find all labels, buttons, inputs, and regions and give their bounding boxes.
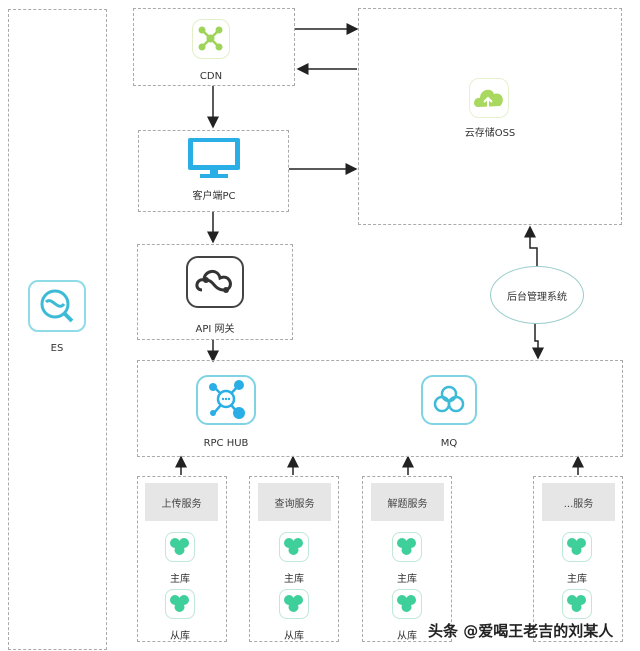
service-solve: 解题服务 [371,483,444,521]
service-group-solve [362,476,452,642]
db-master-label: 主库 [397,574,417,585]
service-other: ...服务 [542,483,615,521]
search-icon [28,280,86,332]
db-master-label: 主库 [567,574,587,585]
mq-label: MQ [440,438,458,449]
db-master-label: 主库 [284,574,304,585]
cloud-link-icon [186,256,244,308]
oss-label: 云存储OSS [464,128,516,139]
oss-group [358,8,622,225]
service-group-query [249,476,339,642]
service-group-upload [137,476,227,642]
database-icon [279,589,309,619]
watermark: 头条 @爱喝王老吉的刘某人 [428,622,614,640]
monitor-icon [186,137,242,179]
network-icon [192,19,230,59]
service-query: 查询服务 [258,483,331,521]
rpc-label: RPC HUB [203,438,249,449]
database-icon [562,589,592,619]
database-icon [392,532,422,562]
middleware-group [137,360,623,457]
api-label: API 网关 [195,324,235,335]
database-icon [392,589,422,619]
db-slave-label: 从库 [170,631,190,642]
api-group [137,244,293,340]
service-upload: 上传服务 [145,483,218,521]
db-slave-label: 从库 [397,631,417,642]
db-slave-label: 从库 [284,631,304,642]
arrow-admin-to-mq [532,321,544,360]
pc-label: 客户端PC [192,191,236,202]
es-label: ES [50,343,64,354]
admin-system-node: 后台管理系统 [490,266,584,324]
cloud-upload-icon [469,78,509,118]
cdn-group [133,8,295,86]
database-icon [562,532,592,562]
arrow-admin-to-oss [524,225,538,267]
es-group [8,9,107,650]
hub-icon [196,375,256,425]
database-icon [165,532,195,562]
db-master-label: 主库 [170,574,190,585]
cdn-label: CDN [199,71,223,82]
pc-group [138,130,289,212]
database-icon [279,532,309,562]
service-group-other [533,476,623,642]
admin-label: 后台管理系统 [507,291,567,303]
database-icon [165,589,195,619]
cloud-cycle-icon [421,375,477,425]
